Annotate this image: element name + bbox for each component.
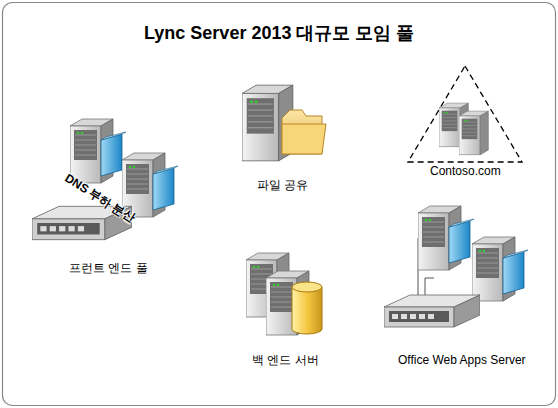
node-text: Contoso.com (430, 164, 501, 178)
back-end-servers (246, 253, 322, 335)
contoso-servers (439, 103, 488, 155)
triangle-outline (404, 64, 526, 164)
component-label: 프런트 엔드 풀 (69, 261, 148, 275)
component-label: Office Web Apps Server (398, 353, 526, 367)
component-label: 파일 공유 (257, 178, 308, 192)
component-label: 백 엔드 서버 (252, 353, 319, 367)
office-web-apps-servers (384, 206, 528, 327)
file-share-server (242, 85, 326, 161)
front-end-servers (32, 119, 178, 240)
dashed-triangle-zone: Contoso.com (404, 64, 526, 182)
frame (3, 3, 556, 406)
diagram-title: Lync Server 2013 대규모 모임 풀 (144, 22, 414, 44)
